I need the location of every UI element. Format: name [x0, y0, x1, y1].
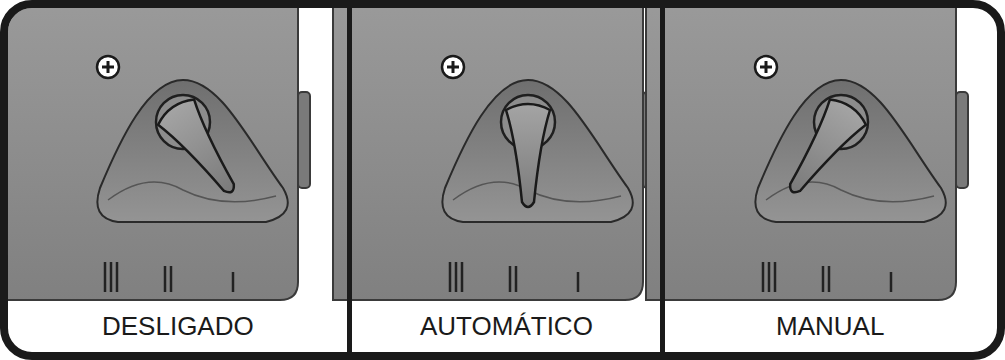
switch-manual — [646, 8, 968, 300]
mode-label: MANUAL — [776, 312, 884, 341]
switch-auto — [333, 8, 655, 300]
mode-label: AUTOMÁTICO — [420, 312, 593, 341]
panel-divider — [660, 4, 665, 356]
panel-divider — [347, 4, 352, 356]
mode-label: DESLIGADO — [102, 312, 254, 341]
switch-off — [8, 8, 310, 300]
outer-frame — [4, 4, 1001, 356]
